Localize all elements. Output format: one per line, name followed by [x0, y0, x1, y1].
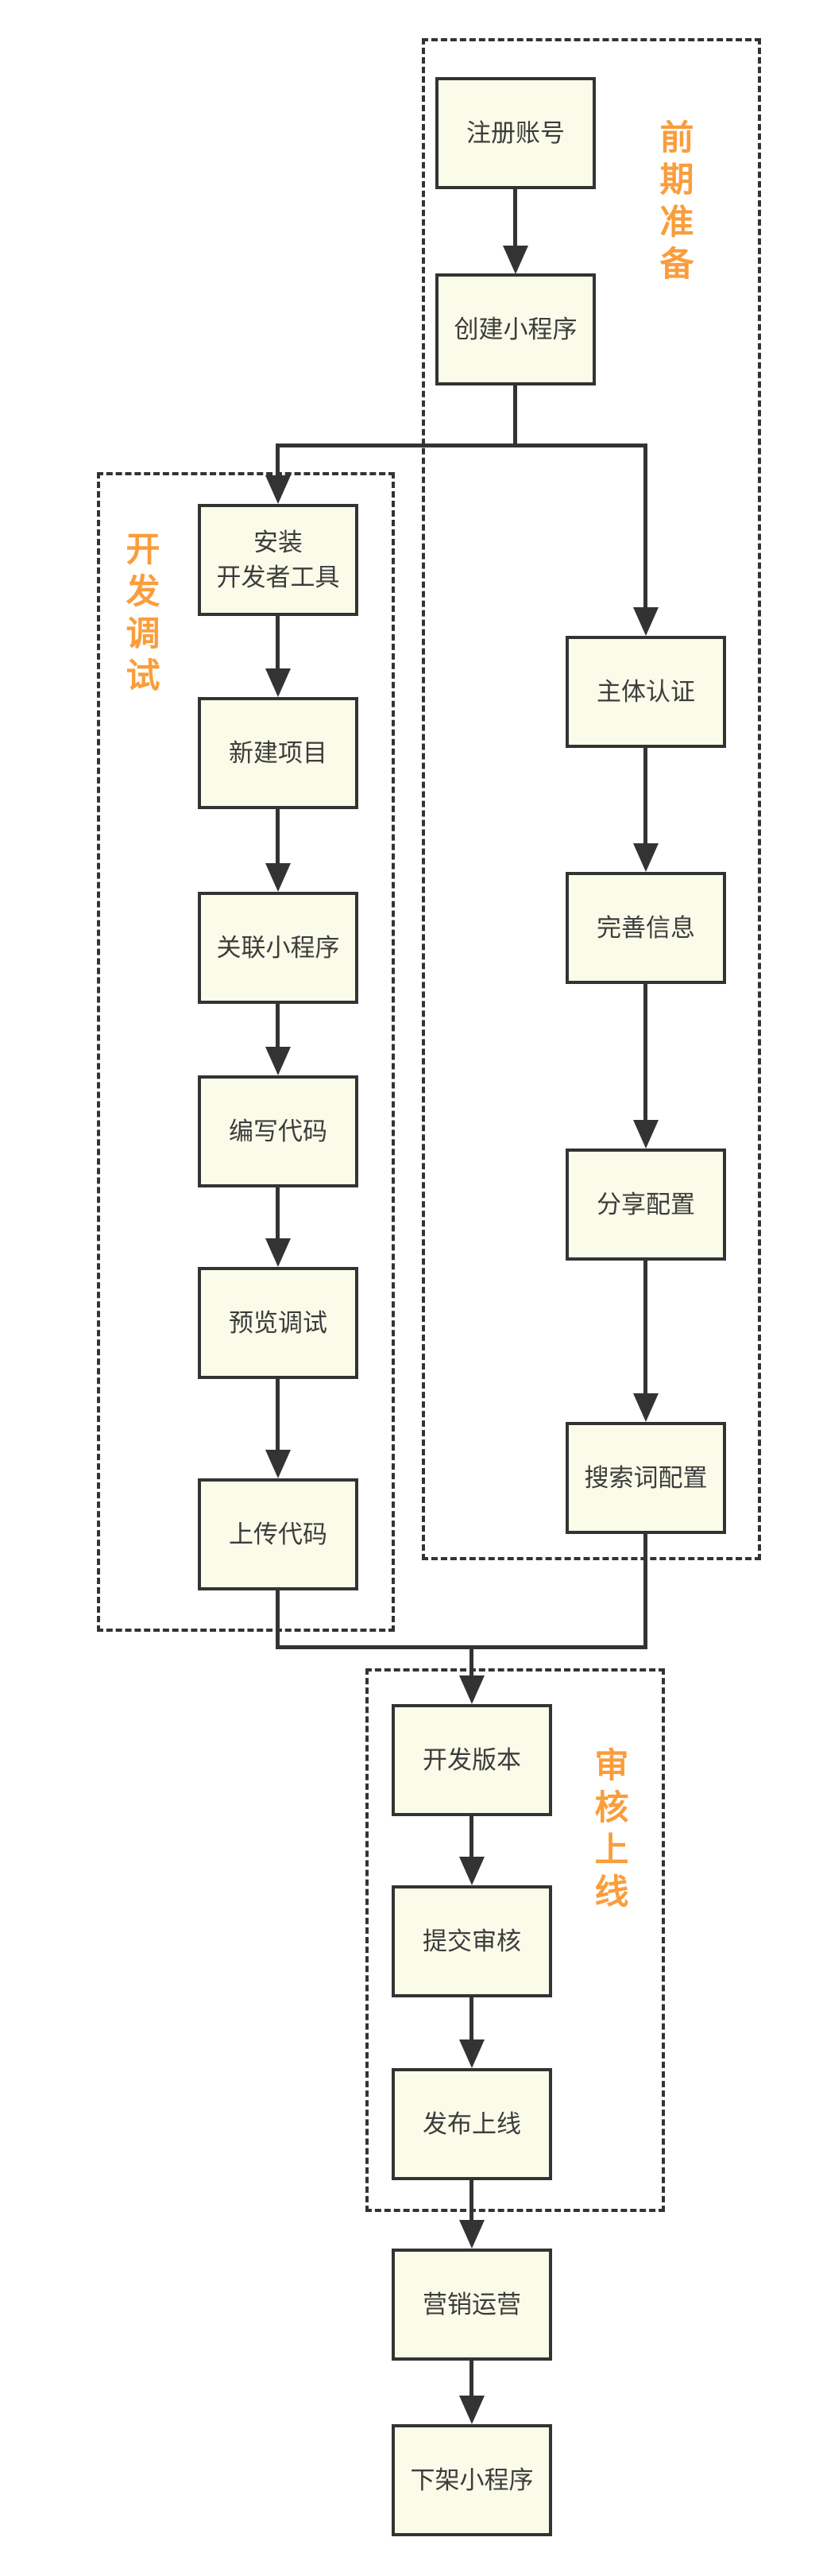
node-submit-review-label: 提交审核	[423, 1927, 521, 1955]
node-marketing-operation: 营销运营	[392, 2249, 552, 2361]
node-preview-debug: 预览调试	[198, 1267, 358, 1379]
edge-publish-arrowhead-icon	[459, 2039, 485, 2068]
node-link-miniprogram-label: 关联小程序	[216, 933, 340, 962]
node-install-devtools-line2: 开发者工具	[216, 563, 340, 591]
edge-writecode-preview-stem	[276, 1187, 280, 1241]
edge-verify-arrowhead-icon	[633, 607, 659, 636]
edge-searchcfg-merge-stem	[643, 1533, 647, 1649]
node-link-miniprogram: 关联小程序	[198, 892, 358, 1004]
edge-linkmp-arrowhead-icon	[265, 863, 291, 892]
node-dev-version-label: 开发版本	[423, 1745, 521, 1774]
edge-create-split-stem	[513, 385, 517, 447]
edge-newproject-arrowhead-icon	[265, 668, 291, 697]
edge-merge-to-devversion-stem	[469, 1645, 473, 1679]
node-upload-code: 上传代码	[198, 1478, 358, 1590]
node-takedown-miniprogram-label: 下架小程序	[410, 2466, 534, 2494]
node-upload-code-label: 上传代码	[229, 1520, 327, 1548]
group-dev-debug-label: 开发调试	[126, 531, 160, 695]
node-share-config: 分享配置	[566, 1149, 726, 1261]
edge-completeinfo-sharecfg-stem	[643, 983, 647, 1122]
edge-writecode-arrowhead-icon	[265, 1047, 291, 1075]
edge-merge-horizontal-line	[276, 1645, 647, 1649]
node-install-devtools: 安装 开发者工具	[198, 504, 358, 616]
group-preparation	[422, 38, 761, 1560]
node-subject-verification: 主体认证	[566, 636, 726, 748]
node-search-config: 搜索词配置	[566, 1422, 726, 1534]
edge-linkmp-writecode-stem	[276, 1003, 280, 1049]
node-create-miniprogram-label: 创建小程序	[454, 315, 578, 343]
node-publish-online-label: 发布上线	[423, 2109, 521, 2138]
edge-sharecfg-arrowhead-icon	[633, 1120, 659, 1149]
edge-split-to-verify-stem	[643, 444, 647, 610]
node-complete-info-label: 完善信息	[597, 913, 695, 942]
node-search-config-label: 搜索词配置	[584, 1463, 708, 1492]
edge-upload-merge-stem	[276, 1590, 280, 1649]
edge-takedown-arrowhead-icon	[459, 2396, 485, 2424]
node-write-code-label: 编写代码	[229, 1117, 327, 1145]
node-create-miniprogram: 创建小程序	[435, 273, 596, 385]
edge-devversion-arrowhead-icon	[459, 1675, 485, 1704]
edge-newproject-linkmp-stem	[276, 808, 280, 866]
edge-verify-completeinfo-stem	[643, 747, 647, 846]
group-preparation-label: 前期准备	[659, 119, 694, 284]
node-install-devtools-label: 安装 开发者工具	[217, 525, 340, 595]
edge-split-to-install-stem	[276, 444, 280, 478]
node-new-project-label: 新建项目	[229, 738, 327, 767]
edge-preview-arrowhead-icon	[265, 1238, 291, 1267]
edge-upload-arrowhead-icon	[265, 1450, 291, 1478]
edge-split-horizontal-line	[276, 444, 647, 447]
node-submit-review: 提交审核	[392, 1885, 552, 1997]
edge-marketing-takedown-stem	[469, 2361, 473, 2399]
node-takedown-miniprogram: 下架小程序	[392, 2424, 552, 2536]
node-publish-online: 发布上线	[392, 2068, 552, 2180]
edge-register-create-stem	[513, 189, 517, 248]
node-register-account: 注册账号	[435, 77, 596, 189]
node-install-devtools-line1: 安装	[253, 528, 303, 556]
node-register-account-label: 注册账号	[466, 118, 565, 147]
node-preview-debug-label: 预览调试	[229, 1308, 327, 1337]
group-review-launch-label: 审核上线	[594, 1747, 629, 1912]
edge-preview-upload-stem	[276, 1377, 280, 1452]
group-dev-debug	[97, 472, 395, 1632]
node-write-code: 编写代码	[198, 1075, 358, 1187]
node-dev-version: 开发版本	[392, 1704, 552, 1816]
node-marketing-operation-label: 营销运营	[423, 2290, 521, 2318]
edge-publish-marketing-stem	[469, 2179, 473, 2223]
node-complete-info: 完善信息	[566, 872, 726, 984]
edge-searchcfg-arrowhead-icon	[633, 1393, 659, 1422]
edge-completeinfo-arrowhead-icon	[633, 843, 659, 872]
edge-marketing-arrowhead-icon	[459, 2220, 485, 2249]
group-review-launch	[365, 1668, 665, 2212]
edge-install-arrowhead-icon	[265, 475, 291, 504]
edge-devversion-submit-stem	[469, 1815, 473, 1860]
edge-sharecfg-searchcfg-stem	[643, 1261, 647, 1396]
edge-register-create-arrowhead-icon	[503, 246, 528, 274]
node-new-project: 新建项目	[198, 697, 358, 809]
edge-submit-publish-stem	[469, 1997, 473, 2043]
node-share-config-label: 分享配置	[597, 1190, 695, 1218]
node-subject-verification-label: 主体认证	[597, 677, 695, 706]
edge-submit-arrowhead-icon	[459, 1857, 485, 1885]
edge-install-newproject-stem	[276, 615, 280, 671]
